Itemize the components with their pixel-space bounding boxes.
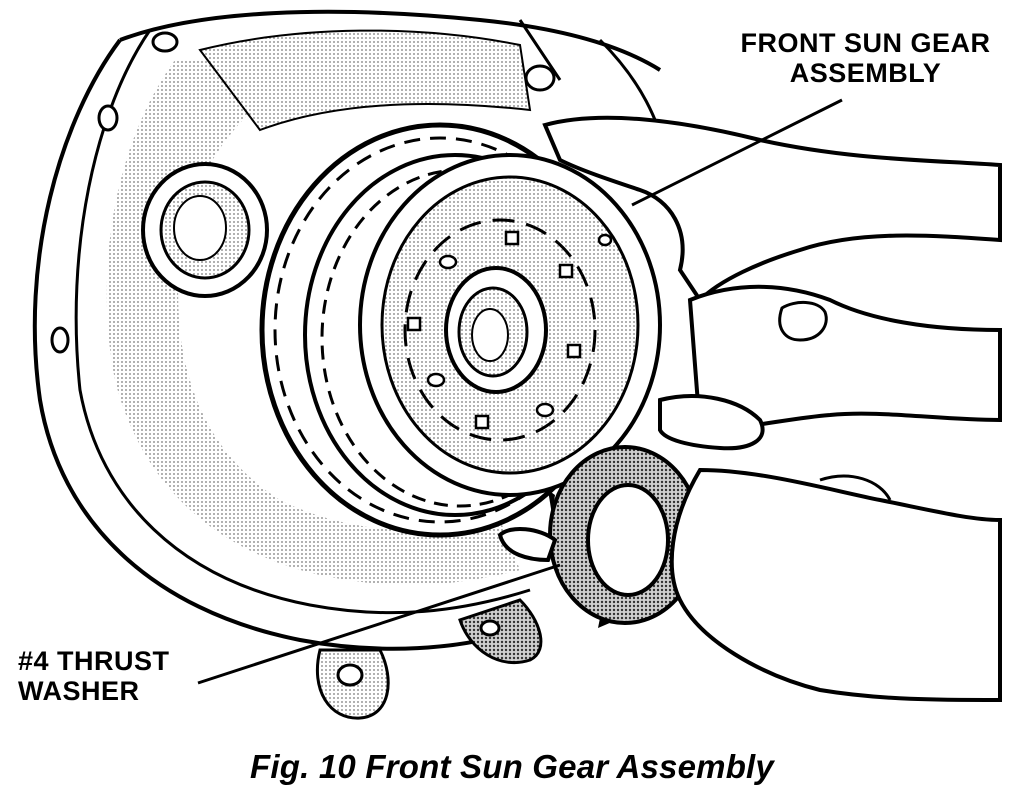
label-thrust-washer: #4 THRUST WASHER [18,646,218,706]
transmission-case [32,9,672,651]
figure-caption: Fig. 10 Front Sun Gear Assembly [250,748,774,785]
label-line: WASHER [18,676,140,707]
case-bolt-holes [50,31,556,354]
sun-gear-plate [358,153,662,497]
label-line: ASSEMBLY [789,58,942,89]
case-rear-bore [141,162,269,298]
leader-line-washer [197,563,561,685]
case-mounting-ears [315,598,543,720]
case-upper-shading [198,29,532,132]
label-front-sun-gear-assembly: FRONT SUN GEAR ASSEMBLY [718,28,1013,88]
label-line: #4 THRUST [18,646,170,676]
label-line: FRONT SUN GEAR [740,28,991,58]
technician-hands [497,115,1002,703]
case-inner-shading [106,60,520,585]
thrust-washer [548,445,702,628]
plate-rivets [406,230,613,430]
leader-line-sun-gear [631,98,843,207]
